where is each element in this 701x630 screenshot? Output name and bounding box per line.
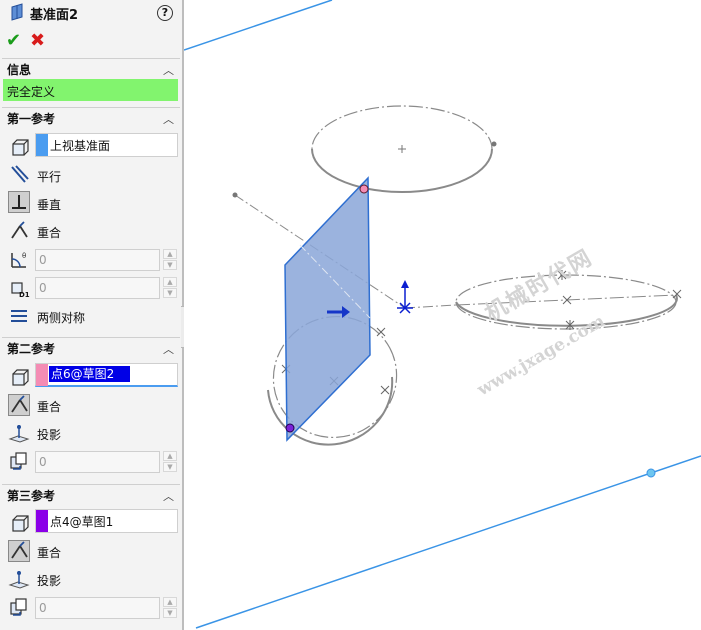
third-reference-spinbox[interactable]: 0 ▲ ▼ bbox=[35, 597, 178, 619]
spin-down-button[interactable]: ▼ bbox=[163, 608, 177, 618]
section-header-third-reference[interactable]: 第三参考 ︿ bbox=[2, 484, 180, 505]
svg-text:θ: θ bbox=[22, 252, 26, 260]
section-title: 信息 bbox=[7, 63, 32, 77]
option-coincident-label: 重合 bbox=[37, 400, 62, 414]
coincident-icon bbox=[11, 541, 28, 559]
section-title: 第一参考 bbox=[7, 112, 56, 126]
reference-color-swatch bbox=[36, 364, 48, 386]
option-perpendicular-label: 垂直 bbox=[37, 198, 62, 212]
ok-button[interactable]: ✔ bbox=[6, 30, 22, 51]
feature-title: 基准面2 bbox=[30, 8, 79, 23]
reference-point-pink[interactable] bbox=[359, 184, 369, 194]
help-icon[interactable]: ? bbox=[157, 5, 173, 21]
construction-line-endpoint[interactable] bbox=[232, 192, 238, 198]
property-manager-panel: 基准面2 ? ✔ ✖ 信息 ︿ 完全定义 第一参考 ︿ 上视基准面 平行 垂直 bbox=[0, 0, 183, 630]
edge-endpoint-marker[interactable] bbox=[646, 468, 656, 478]
spin-down-button[interactable]: ▼ bbox=[163, 288, 177, 298]
perpendicular-button[interactable] bbox=[8, 191, 30, 213]
option-coincident-label: 重合 bbox=[37, 226, 62, 240]
projection-icon[interactable] bbox=[8, 568, 30, 590]
datum-plane-preview[interactable] bbox=[284, 176, 371, 442]
section-header-second-reference[interactable]: 第二参考 ︿ bbox=[2, 337, 180, 358]
angle-spinbox[interactable]: 0 ▲ ▼ bbox=[35, 249, 178, 271]
chevron-up-icon[interactable]: ︿ bbox=[163, 113, 174, 126]
parallel-icon[interactable] bbox=[8, 164, 30, 186]
projection-icon[interactable] bbox=[8, 422, 30, 444]
distance-spinbox[interactable]: 0 ▲ ▼ bbox=[35, 277, 178, 299]
section-title: 第三参考 bbox=[7, 489, 56, 503]
first-reference-value: 上视基准面 bbox=[50, 139, 111, 153]
reference-point-purple[interactable] bbox=[285, 423, 295, 433]
option-coincident-label: 重合 bbox=[37, 546, 62, 560]
reference-entity-icon bbox=[12, 369, 29, 386]
perpendicular-icon bbox=[12, 195, 26, 209]
section-title: 第二参考 bbox=[7, 342, 56, 356]
coincident-button[interactable] bbox=[8, 540, 30, 562]
pattern-count-icon[interactable] bbox=[8, 596, 30, 618]
spin-up-button[interactable]: ▲ bbox=[163, 451, 177, 461]
spin-up-button[interactable]: ▲ bbox=[163, 277, 177, 287]
origin-triad-icon[interactable] bbox=[397, 280, 413, 314]
reference-entity-icon bbox=[12, 139, 29, 156]
offset-distance-icon[interactable]: D1 bbox=[8, 277, 30, 299]
sketch-right-ellipse[interactable] bbox=[404, 270, 682, 330]
chevron-up-icon[interactable]: ︿ bbox=[163, 64, 174, 77]
spin-up-button[interactable]: ▲ bbox=[163, 597, 177, 607]
chevron-up-icon[interactable]: ︿ bbox=[163, 343, 174, 356]
coincident-icon[interactable] bbox=[8, 220, 30, 242]
reference-entity-icon bbox=[12, 515, 29, 532]
option-symmetric-label: 两侧对称 bbox=[37, 311, 86, 325]
angle-icon[interactable]: θ bbox=[8, 249, 30, 271]
section-header-first-reference[interactable]: 第一参考 ︿ bbox=[2, 107, 180, 128]
coincident-button[interactable] bbox=[8, 394, 30, 416]
angle-input[interactable]: 0 bbox=[35, 249, 160, 271]
option-parallel-label: 平行 bbox=[37, 170, 62, 184]
spin-up-button[interactable]: ▲ bbox=[163, 249, 177, 259]
section-header-info[interactable]: 信息 ︿ bbox=[2, 58, 180, 79]
graphics-viewport[interactable] bbox=[184, 0, 701, 630]
cancel-button[interactable]: ✖ bbox=[30, 30, 46, 51]
first-reference-field[interactable]: 上视基准面 bbox=[35, 133, 178, 157]
construction-line bbox=[299, 244, 371, 319]
reference-plane-edge bbox=[195, 455, 701, 629]
reference-color-swatch bbox=[36, 510, 48, 532]
datum-plane-icon bbox=[11, 3, 23, 21]
sketch-top-ellipse[interactable] bbox=[311, 105, 497, 193]
option-projection-label: 投影 bbox=[37, 428, 62, 442]
construction-line[interactable] bbox=[234, 194, 406, 309]
chevron-up-icon[interactable]: ︿ bbox=[163, 490, 174, 503]
pattern-count-icon[interactable] bbox=[8, 450, 30, 472]
spin-down-button[interactable]: ▼ bbox=[163, 462, 177, 472]
status-text: 完全定义 bbox=[7, 85, 56, 99]
reference-plane-edge bbox=[184, 0, 333, 51]
coincident-icon bbox=[11, 395, 28, 413]
second-reference-value: 点6@草图2 bbox=[49, 366, 131, 382]
third-reference-field[interactable]: 点4@草图1 bbox=[35, 509, 178, 533]
second-reference-spinbox[interactable]: 0 ▲ ▼ bbox=[35, 451, 178, 473]
third-reference-number-input[interactable]: 0 bbox=[35, 597, 160, 619]
plane-normal-arrow-icon[interactable] bbox=[327, 306, 350, 318]
reference-color-swatch bbox=[36, 134, 48, 156]
distance-input[interactable]: 0 bbox=[35, 277, 160, 299]
svg-text:D1: D1 bbox=[19, 291, 30, 299]
second-reference-field[interactable]: 点6@草图2 bbox=[35, 363, 178, 387]
option-projection-label: 投影 bbox=[37, 574, 62, 588]
second-reference-number-input[interactable]: 0 bbox=[35, 451, 160, 473]
symmetric-icon[interactable] bbox=[8, 305, 30, 327]
status-bar: 完全定义 bbox=[3, 79, 178, 101]
spin-down-button[interactable]: ▼ bbox=[163, 260, 177, 270]
third-reference-value: 点4@草图1 bbox=[50, 515, 114, 529]
